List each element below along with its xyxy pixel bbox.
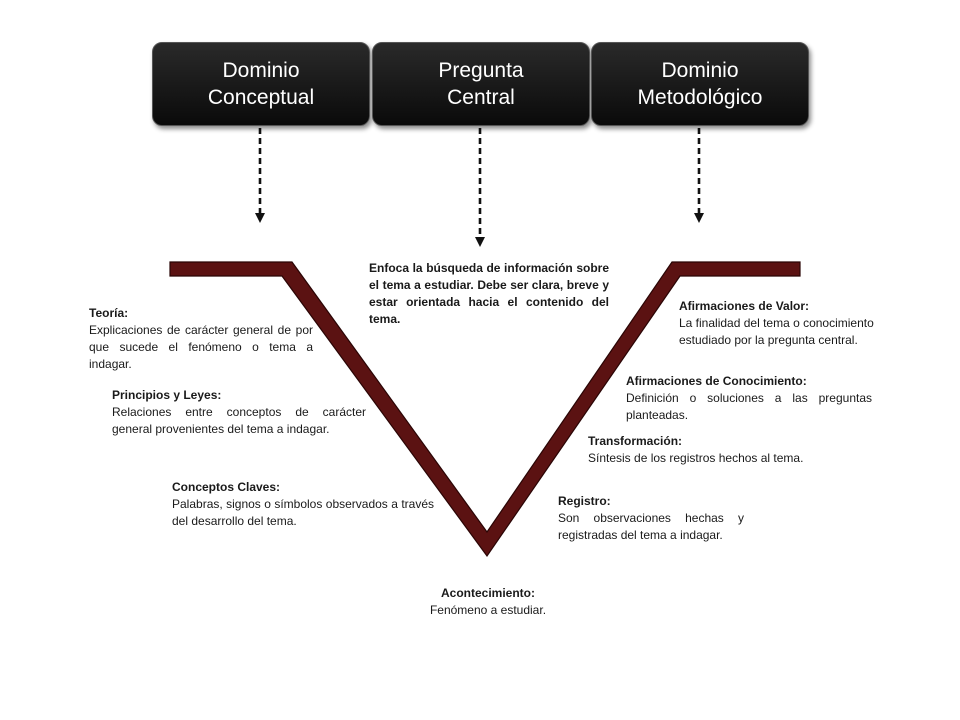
dominio-conceptual-line2: Conceptual <box>207 86 315 109</box>
pregunta-central-description: Enfoca la búsqueda de información sobre … <box>369 260 609 328</box>
afirmaciones-conocimiento-text: Definición o soluciones a las preguntas … <box>626 391 872 422</box>
afirmaciones-conocimiento-title: Afirmaciones de Conocimiento: <box>626 374 807 388</box>
pregunta-central-line1: Pregunta <box>438 59 524 82</box>
conceptos-claves-title: Conceptos Claves: <box>172 480 281 494</box>
pregunta-central-line2: Central <box>447 86 515 109</box>
v-shape <box>169 261 801 558</box>
registro-label: Registro: Son observaciones hechas y reg… <box>558 493 744 544</box>
dominio-metodologico-box: Dominio Metodológico <box>591 42 809 126</box>
acontecimiento-label: Acontecimiento: Fenómeno a estudiar. <box>386 585 590 619</box>
teoria-label: Teoría: Explicaciones de carácter genera… <box>89 305 313 373</box>
afirmaciones-valor-label: Afirmaciones de Valor: La finalidad del … <box>679 298 909 349</box>
dominio-conceptual-line1: Dominio <box>222 59 300 82</box>
principios-leyes-title: Principios y Leyes: <box>112 388 222 402</box>
acontecimiento-text: Fenómeno a estudiar. <box>429 603 547 617</box>
registro-title: Registro: <box>558 494 611 508</box>
dominio-metodologico-line2: Metodológico <box>637 86 763 109</box>
dominio-conceptual-box: Dominio Conceptual <box>152 42 370 126</box>
acontecimiento-title: Acontecimiento: <box>440 586 535 600</box>
conceptos-claves-text: Palabras, signos o símbolos observados a… <box>172 497 434 528</box>
transformacion-text: Síntesis de los registros hechos al tema… <box>588 451 804 465</box>
teoria-title: Teoría: <box>89 306 129 320</box>
pregunta-central-box: Pregunta Central <box>372 42 590 126</box>
principios-leyes-text: Relaciones entre conceptos de carácter g… <box>112 405 366 436</box>
principios-leyes-label: Principios y Leyes: Relaciones entre con… <box>112 387 366 438</box>
afirmaciones-conocimiento-label: Afirmaciones de Conocimiento: Definición… <box>626 373 872 424</box>
afirmaciones-valor-text: La finalidad del tema o conocimiento est… <box>679 316 874 347</box>
transformacion-title: Transformación: <box>588 434 683 448</box>
registro-text: Son observaciones hechas y registradas d… <box>558 511 744 542</box>
dominio-metodologico-line1: Dominio <box>661 59 739 82</box>
conceptos-claves-label: Conceptos Claves: Palabras, signos o sím… <box>172 479 434 530</box>
transformacion-label: Transformación: Síntesis de los registro… <box>588 433 838 467</box>
pregunta-central-text: Enfoca la búsqueda de información sobre … <box>369 261 609 326</box>
afirmaciones-valor-title: Afirmaciones de Valor: <box>679 299 810 313</box>
teoria-text: Explicaciones de carácter general de por… <box>89 323 313 371</box>
